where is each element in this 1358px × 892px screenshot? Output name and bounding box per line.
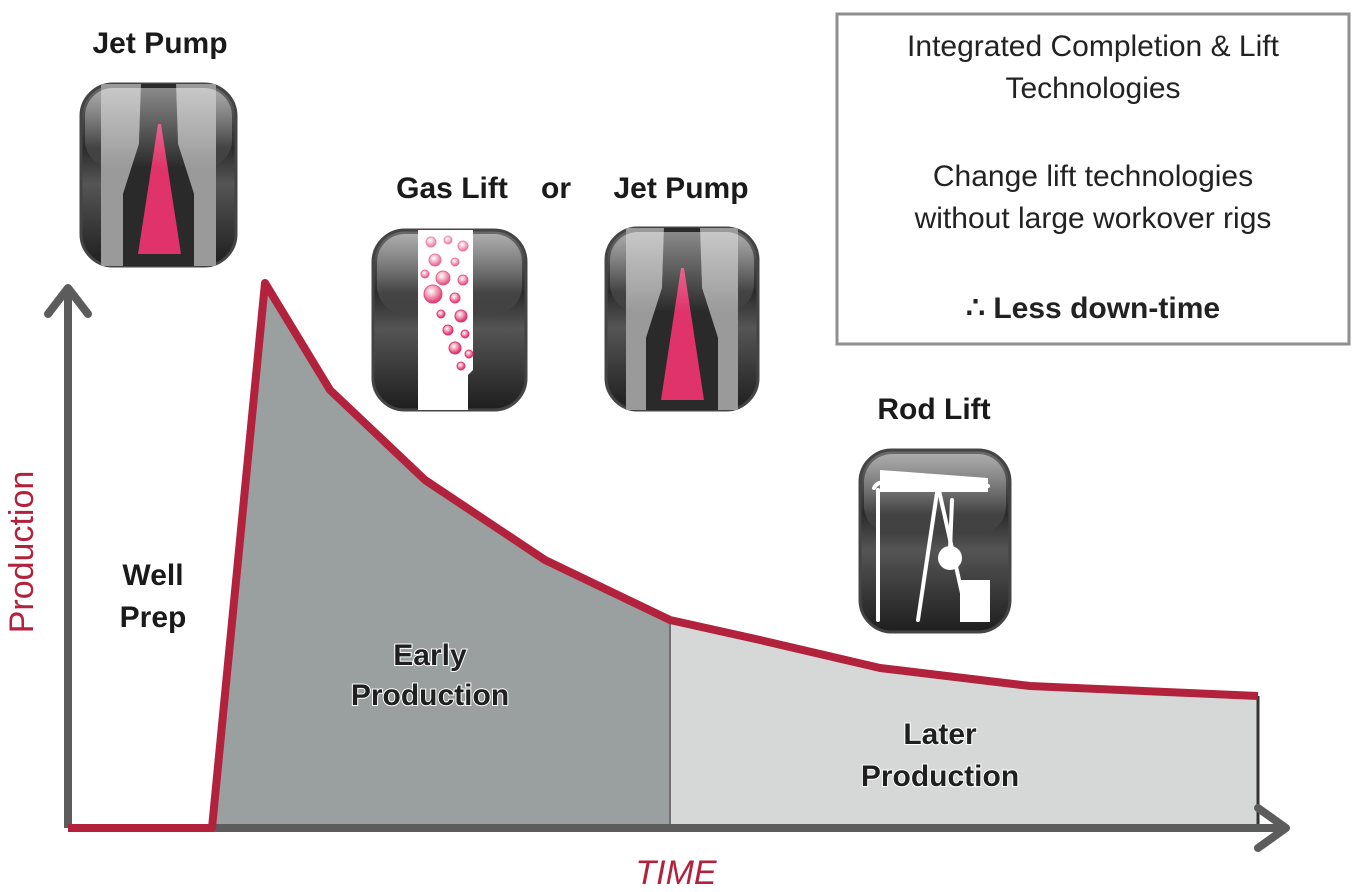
well-prep-label-line2: Prep — [120, 601, 187, 634]
gas-lift-icon — [371, 228, 528, 412]
x-axis — [68, 804, 1290, 852]
gas-lift-label: Gas Lift — [396, 172, 508, 205]
early-production-label-line1: Early — [393, 639, 467, 672]
info-box-line4: without large workover rigs — [914, 202, 1272, 235]
jet-pump-icon — [79, 82, 238, 268]
later-production-label-line1: Later — [903, 718, 977, 751]
well-prep-label-line1: Well — [122, 559, 183, 592]
production-curve — [68, 279, 1259, 832]
jet-pump-label-middle: Jet Pump — [613, 172, 748, 205]
or-label: or — [541, 172, 571, 205]
info-box-line1: Integrated Completion & Lift — [907, 30, 1280, 63]
later-production-label-line2: Production — [861, 760, 1019, 793]
early-production-area — [212, 283, 670, 828]
jet-pump-icon — [604, 226, 760, 412]
info-box: Integrated Completion & Lift Technologie… — [835, 12, 1351, 346]
info-box-line3: Change lift technologies — [933, 160, 1253, 193]
rod-lift-icon — [858, 448, 1012, 634]
y-axis-title: Production — [3, 471, 41, 634]
rod-lift-label: Rod Lift — [877, 393, 990, 426]
early-production-label-line2: Production — [351, 679, 509, 712]
x-axis-title: TIME — [635, 854, 717, 892]
jet-pump-label-top: Jet Pump — [92, 27, 227, 60]
info-box-line5: ∴ Less down-time — [966, 292, 1220, 325]
info-box-line2: Technologies — [1005, 72, 1180, 105]
later-production-area — [670, 620, 1258, 828]
y-axis — [44, 284, 92, 828]
